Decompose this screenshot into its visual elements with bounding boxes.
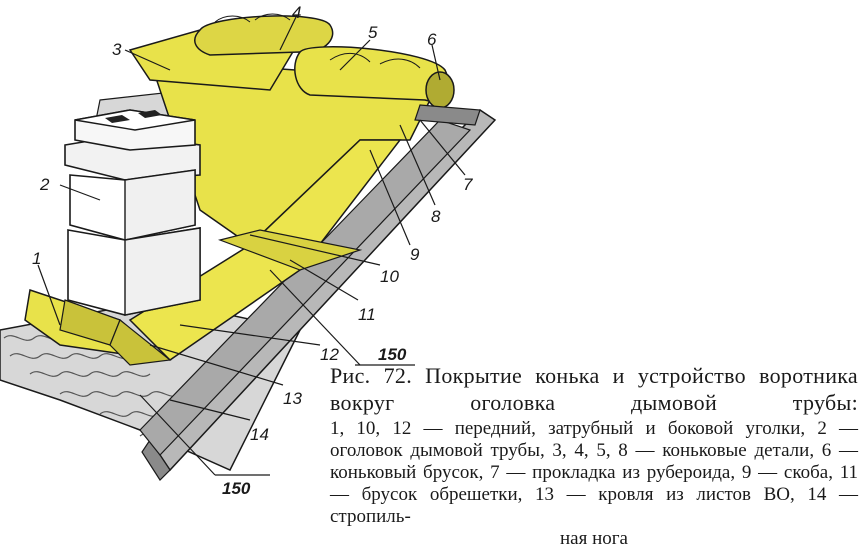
dimension-150-lower: 150 xyxy=(222,479,251,498)
caption-title: Рис. 72. Покрытие конька и устройство во… xyxy=(330,363,858,415)
caption-last-line: ная нога xyxy=(560,528,628,549)
callout-12: 12 xyxy=(320,345,339,364)
roof-edge-strip xyxy=(139,119,472,456)
chimney-head xyxy=(64,109,201,316)
callout-9: 9 xyxy=(410,245,420,264)
callout-10: 10 xyxy=(380,267,399,286)
dimension-150-upper: 150 xyxy=(378,345,407,364)
rafter-end xyxy=(141,438,171,481)
callout-13: 13 xyxy=(283,389,302,408)
callout-3: 3 xyxy=(112,40,122,59)
figure-caption: Рис. 72. Покрытие конька и устройство во… xyxy=(330,362,858,550)
ridge-roll-5 xyxy=(294,46,449,102)
callout-14: 14 xyxy=(250,425,269,444)
callout-11: 11 xyxy=(358,305,376,324)
callout-6: 6 xyxy=(427,30,437,49)
ridge-roll-4 xyxy=(194,15,334,56)
callout-7: 7 xyxy=(463,175,473,194)
leader-lines xyxy=(37,14,466,476)
callout-4: 4 xyxy=(292,3,301,22)
callout-1: 1 xyxy=(32,249,41,268)
side-fold xyxy=(109,319,172,366)
callout-5: 5 xyxy=(368,23,378,42)
callout-2: 2 xyxy=(39,175,50,194)
caption-legend: 1, 10, 12 — передний, затрубный и боково… xyxy=(330,418,858,527)
back-flashing xyxy=(217,229,363,271)
ridge-lines xyxy=(214,13,421,69)
callout-8: 8 xyxy=(431,207,441,226)
ridge-gasket-7 xyxy=(414,104,481,126)
